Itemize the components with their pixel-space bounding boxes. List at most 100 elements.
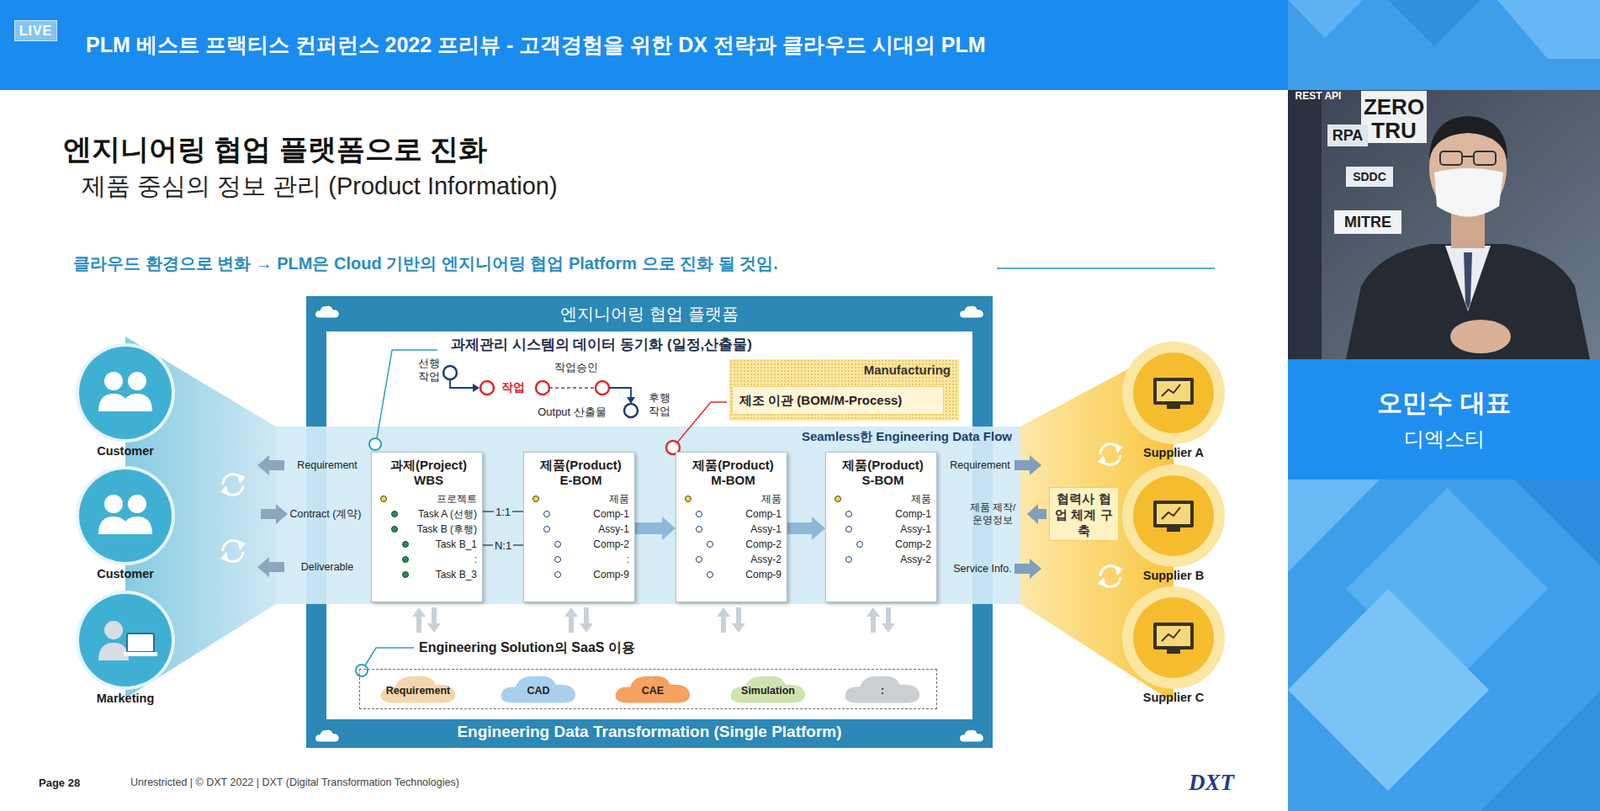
workflow-sketch bbox=[472, 383, 480, 393]
video-frame bbox=[1327, 124, 1368, 147]
supplier-circle: Supplier B bbox=[1121, 463, 1226, 587]
platform-frame-art bbox=[959, 306, 984, 318]
circle-label: Supplier B bbox=[1121, 568, 1226, 583]
edge-label: 1:1 bbox=[493, 505, 513, 519]
icon-circle bbox=[75, 466, 175, 566]
callout-markers bbox=[369, 438, 382, 451]
icon-circle bbox=[1133, 475, 1214, 557]
tree-item: 제품 bbox=[532, 491, 630, 507]
ebom-box: 제품(Product) E-BOM제품Comp-1Assy-1Comp-2:Co… bbox=[523, 451, 636, 603]
solution-cloud: CAE bbox=[612, 670, 694, 706]
tree-item: 프로젝트 bbox=[380, 491, 477, 507]
icon-circle bbox=[1121, 585, 1226, 690]
video-frame bbox=[1450, 319, 1511, 354]
icon-circle bbox=[121, 516, 153, 535]
section-heading: 과제관리 시스템의 데이터 동기화 (일정,산출물) bbox=[450, 334, 753, 355]
icon-circle bbox=[79, 346, 172, 440]
platform-frame-art bbox=[315, 306, 340, 318]
tree-item: Assy-1 bbox=[532, 521, 630, 537]
logo-text: DXT bbox=[1188, 769, 1235, 796]
tree-item: Comp-1 bbox=[532, 506, 630, 522]
backdrop-sign: MITRE bbox=[1344, 213, 1392, 232]
backdrop-sign: RPA bbox=[1332, 127, 1364, 145]
video-frame bbox=[1345, 243, 1590, 360]
icon-circle bbox=[74, 589, 176, 691]
tree-item: Task B_1 bbox=[380, 536, 477, 552]
speaker-name-box: 오민수 대표디엑스티 bbox=[1287, 359, 1600, 480]
cloud-outline bbox=[731, 675, 806, 703]
customer-circle: Customer bbox=[74, 342, 176, 462]
workflow-sketch bbox=[624, 403, 638, 418]
flow-label: Requirement bbox=[296, 459, 358, 472]
cloud-label: : bbox=[880, 679, 885, 697]
badge-label: LIVE bbox=[19, 23, 53, 39]
flow-arrow-body bbox=[787, 516, 826, 541]
workflow-sketch bbox=[443, 365, 457, 380]
solution-arrows bbox=[731, 607, 746, 633]
solution-cloud: Requirement bbox=[377, 670, 459, 706]
flow-band-ground bbox=[275, 426, 1021, 604]
sbom-box: 제품(Product) S-BOM제품Comp-1Assy-1Comp-2Ass… bbox=[825, 451, 938, 603]
video-frame bbox=[1287, 90, 1322, 360]
tree-item: Comp-9 bbox=[684, 566, 782, 583]
box-heading: Manufacturing bbox=[737, 362, 951, 377]
icon-circle bbox=[1122, 464, 1225, 567]
footer-note: Unrestricted | © DXT 2022 | DXT (Digital… bbox=[130, 776, 460, 789]
data-flow-band: Seamless한 Engineering Data Flow과제(Projec… bbox=[275, 426, 1021, 604]
box-heading: 제품(Product) E-BOM bbox=[532, 457, 630, 488]
tree-item: Comp-1 bbox=[834, 506, 932, 522]
workflow-label: 선행 작업 bbox=[416, 356, 442, 383]
icon-circle bbox=[79, 469, 172, 562]
callout-markers bbox=[355, 664, 368, 677]
icon-circle bbox=[1153, 622, 1194, 650]
exchange-arrows bbox=[1014, 455, 1042, 476]
supplier-circle: Supplier A bbox=[1121, 340, 1226, 464]
video-frame bbox=[1287, 90, 1600, 360]
sync-icons bbox=[222, 444, 1121, 588]
edge-label: N:1 bbox=[492, 539, 514, 552]
workflow-label: 작업승인 bbox=[554, 360, 599, 376]
icon-circle bbox=[1156, 625, 1191, 647]
solution-arrows bbox=[716, 607, 731, 633]
solution-arrows bbox=[579, 607, 594, 633]
platform-title: 엔지니어링 협업 플랫폼 bbox=[560, 302, 738, 326]
workflow-sketch bbox=[549, 386, 596, 389]
tree-item: Assy-2 bbox=[684, 551, 782, 567]
platform-frame-art bbox=[315, 730, 340, 742]
stream-title: PLM 베스트 프랙티스 컨퍼런스 2022 프리뷰 - 고객경험을 위한 DX… bbox=[85, 31, 986, 59]
solution-arrows bbox=[866, 607, 880, 633]
side-panel-pattern bbox=[1287, 0, 1600, 811]
side-panel-pattern bbox=[1514, 479, 1600, 566]
platform-footer: Engineering Data Transformation (Single … bbox=[456, 722, 842, 742]
solution-cloud: : bbox=[842, 670, 923, 706]
solution-arrows bbox=[564, 607, 578, 633]
band-title: Seamless한 Engineering Data Flow bbox=[275, 429, 1012, 446]
tree-item: Assy-1 bbox=[684, 521, 782, 537]
icon-circle bbox=[1166, 404, 1181, 409]
icon-circle bbox=[74, 465, 176, 567]
icon-circle bbox=[121, 393, 153, 412]
lead-text: 클라우드 환경으로 변화 → PLM은 Cloud 기반의 엔지니어링 협업 P… bbox=[73, 252, 779, 276]
icon-circle bbox=[127, 371, 147, 391]
video-frame bbox=[1345, 166, 1394, 187]
icon-circle bbox=[123, 651, 158, 657]
tree-item: Comp-1 bbox=[684, 506, 782, 522]
workflow-sketch bbox=[535, 381, 550, 395]
sync-heads bbox=[220, 443, 1124, 588]
video-frame bbox=[1434, 168, 1504, 218]
video-frame bbox=[1463, 252, 1473, 310]
circle-label: Marketing bbox=[74, 691, 176, 705]
mbom-box: 제품(Product) M-BOM제품Comp-1Assy-1Comp-2Ass… bbox=[675, 451, 788, 603]
tree-item: Assy-2 bbox=[834, 551, 932, 567]
tree-item: Comp-2 bbox=[834, 536, 932, 552]
icon-circle bbox=[1153, 500, 1194, 528]
tree-item: Task B (후행) bbox=[380, 521, 477, 537]
sync-heads bbox=[220, 485, 229, 496]
workflow-label: 작업 bbox=[501, 380, 525, 396]
icon-circle bbox=[98, 642, 129, 661]
icon-circle bbox=[104, 620, 123, 640]
backdrop-sign: ZERO bbox=[1363, 94, 1425, 121]
icon-circle bbox=[1166, 527, 1181, 532]
icon-circle bbox=[1122, 586, 1225, 689]
cloud-label: Requirement bbox=[386, 679, 451, 697]
